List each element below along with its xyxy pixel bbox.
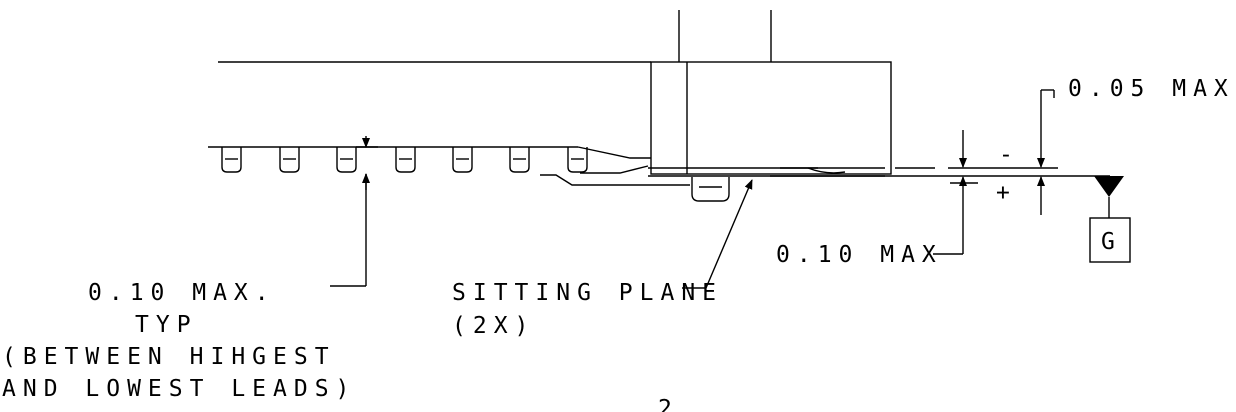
label-005-max: 0.05 MAX (1068, 76, 1235, 102)
datum-symbol-g (1089, 176, 1131, 263)
seating-plane-lines (770, 167, 1110, 184)
flatness-dimension (1037, 89, 1055, 215)
plus-sign: + (996, 180, 1017, 206)
page-mark: 2 (658, 396, 679, 412)
label-sitting-plane-2x: (2X) (452, 313, 535, 339)
label-typ: TYP (135, 312, 198, 338)
sitting-plane-leader (682, 179, 753, 289)
label-010-max-right: 0.10 MAX (776, 242, 943, 268)
label-between-highest: (BETWEEN HIHGEST (2, 344, 336, 370)
datum-label-g: G (1101, 229, 1122, 255)
minus-sign: - (999, 142, 1020, 168)
label-010-max-typ: 0.10 MAX. (88, 280, 276, 306)
label-sitting-plane: SITTING PLANE (452, 280, 723, 306)
label-and-lowest-leads: AND LOWEST LEADS) (2, 376, 356, 402)
lead-coplanarity-dimension (330, 136, 378, 287)
seating-plane-dimension (933, 130, 967, 255)
package-body (218, 10, 892, 202)
lead-row (208, 146, 690, 186)
